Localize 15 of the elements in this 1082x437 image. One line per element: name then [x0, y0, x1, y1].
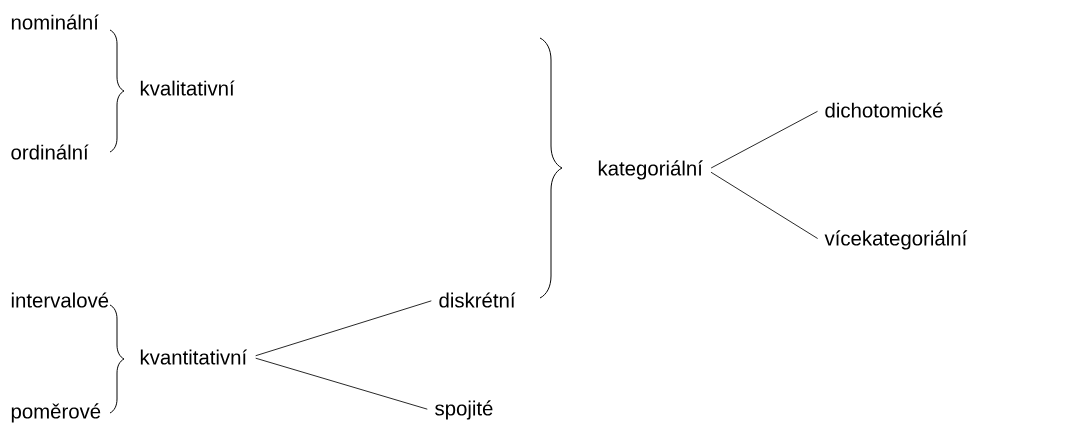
branch-line [710, 171, 819, 239]
branch-line [255, 357, 428, 410]
term-label: spojité [435, 400, 493, 420]
term-label: poměrové [11, 403, 101, 423]
term-label: kvalitativní [140, 80, 235, 96]
branch-line [710, 110, 818, 169]
term-label: vícekategoriální [824, 230, 968, 250]
term-label: nominální [11, 14, 99, 30]
term-label: kategoriální [598, 160, 703, 180]
term-label: dichotomické [825, 102, 943, 118]
term-label: intervalové [11, 292, 109, 308]
branch-line [255, 300, 432, 357]
term-label: ordinální [11, 144, 89, 160]
term-label: kvantitativní [140, 349, 248, 365]
term-label: diskrétní [439, 292, 516, 308]
